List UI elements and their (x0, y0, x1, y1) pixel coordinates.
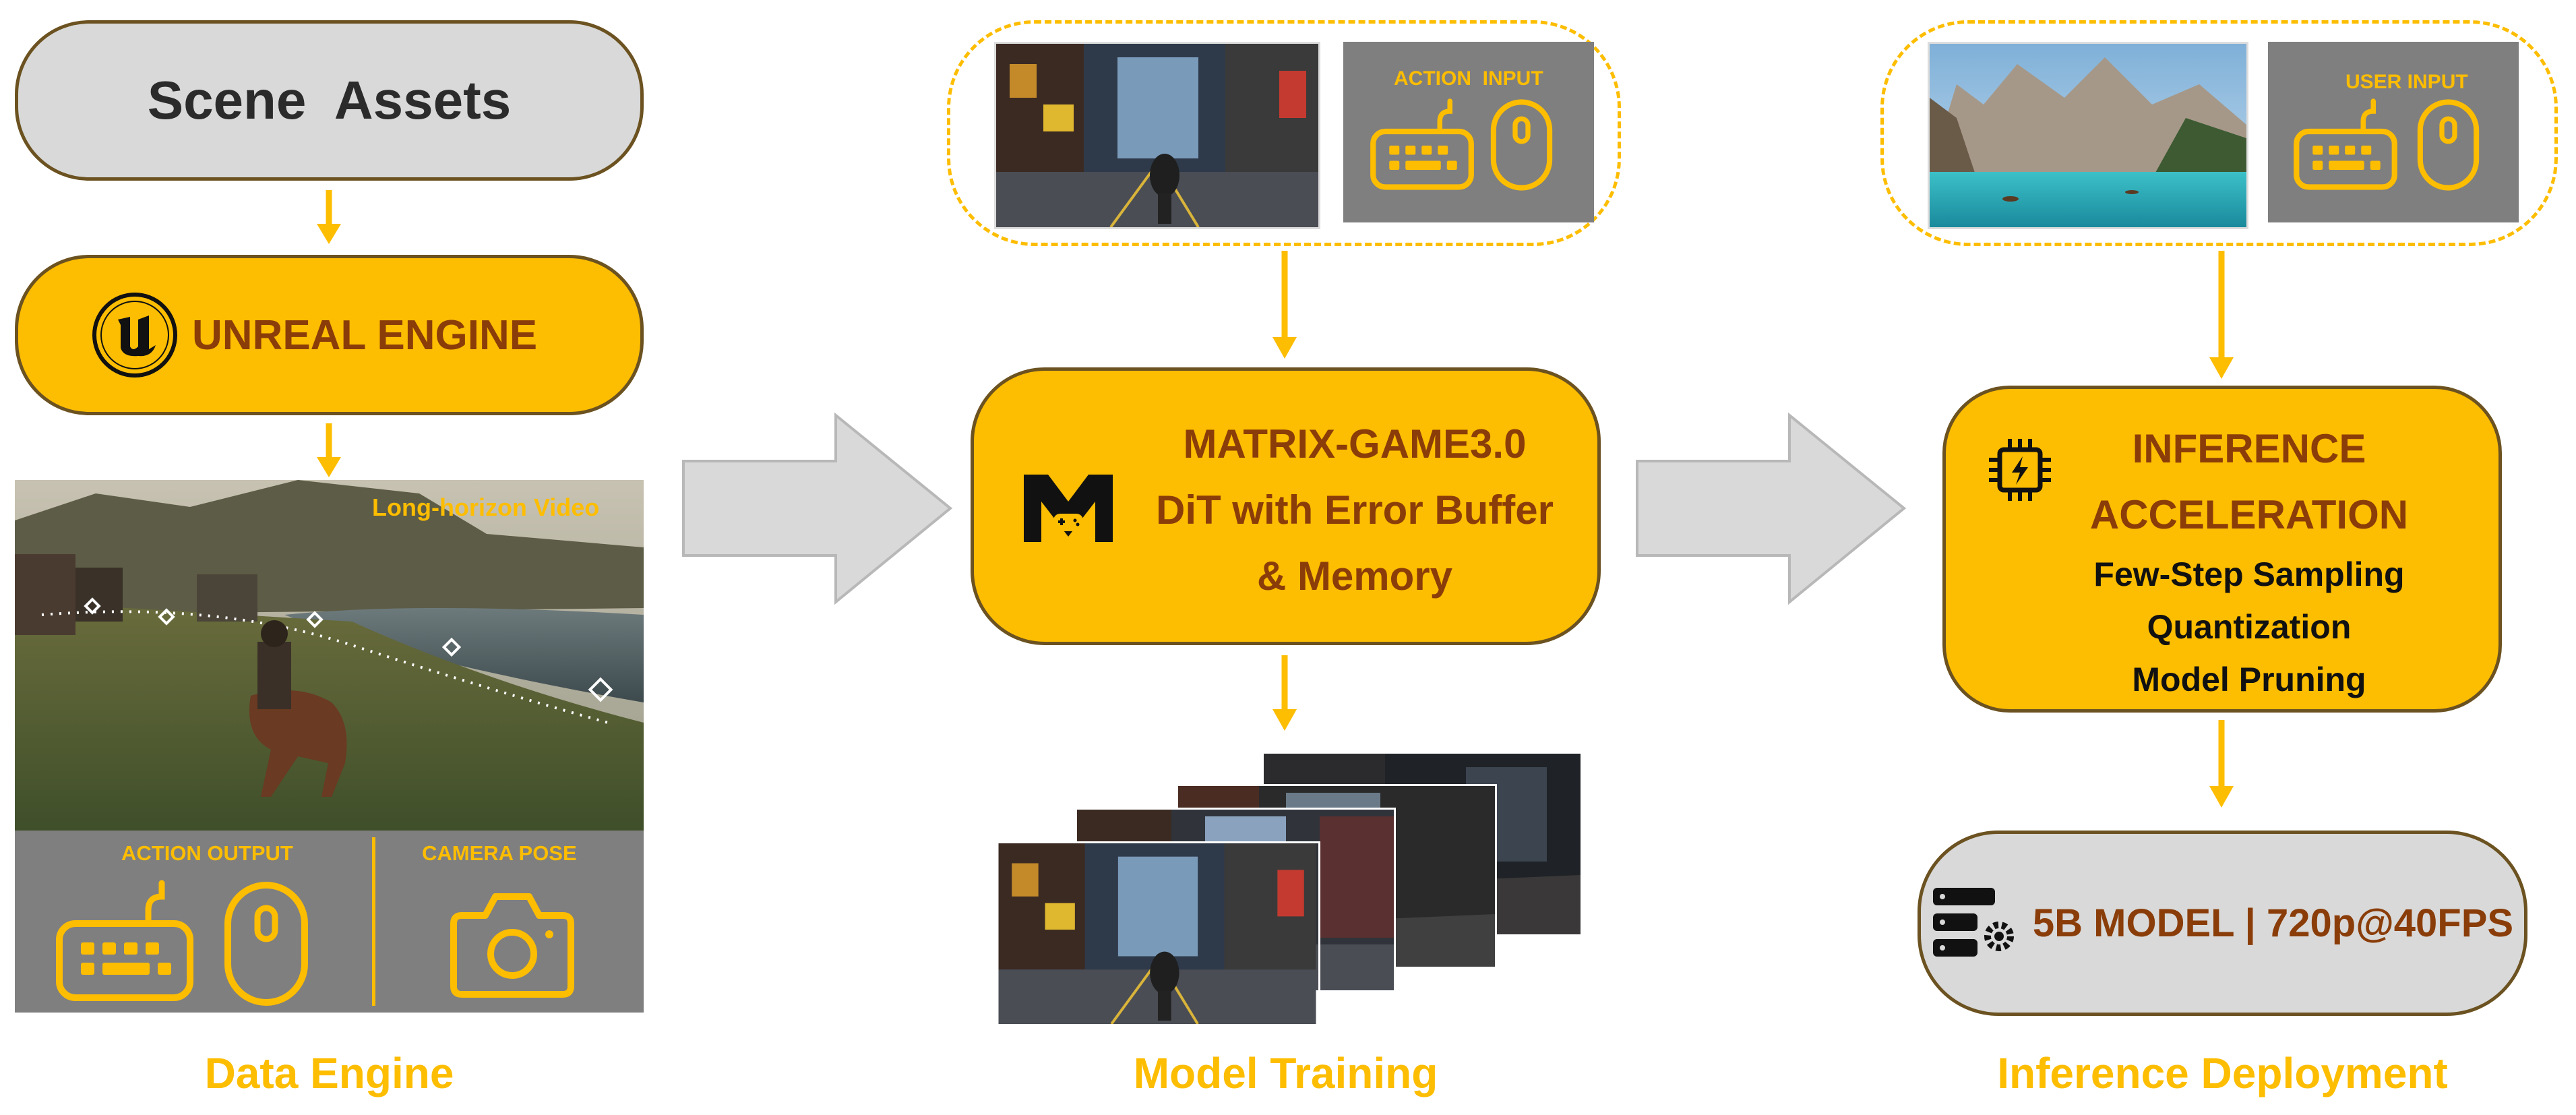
model-training-caption: Model Training (1133, 1049, 1438, 1097)
action-output-label: ACTION OUTPUT (121, 841, 293, 865)
arrow-down-5 (2209, 251, 2234, 379)
user-input-group (1880, 20, 2558, 246)
inference-item-pruning: Model Pruning (2132, 661, 2366, 698)
matrix-game-logo-icon (1024, 475, 1113, 542)
matrix-game-line3: & Memory (1256, 553, 1453, 599)
long-horizon-video-frame: Long-horizon Video (15, 480, 644, 831)
mouse-icon (224, 882, 308, 1006)
inference-title-line1: INFERENCE (2132, 426, 2366, 471)
scene-assets-box: Scene Assets (15, 20, 644, 181)
mouse-icon (2417, 99, 2480, 191)
inference-acceleration-box: INFERENCE ACCELERATION Few-Step Sampling… (1942, 386, 2502, 713)
data-engine-caption: Data Engine (204, 1049, 454, 1097)
deployment-box: 5B MODEL | 720p@40FPS (1918, 831, 2527, 1016)
keyboard-icon (2294, 98, 2397, 190)
camera-icon (450, 893, 574, 998)
arrow-down-1 (317, 190, 341, 244)
game-frame-image (994, 42, 1320, 229)
matrix-game-line2: DiT with Error Buffer (1155, 487, 1554, 533)
user-input-label: USER INPUT (2345, 71, 2468, 93)
deployment-label: 5B MODEL | 720p@40FPS (2032, 901, 2514, 945)
landscape-image (1928, 42, 2248, 229)
scene-assets-label: Scene Assets (147, 70, 512, 130)
arrow-down-2 (317, 423, 341, 477)
keyboard-icon (56, 880, 193, 1001)
training-frame-stack (994, 754, 1591, 1026)
matrix-game-box: MATRIX-GAME3.0 DiT with Error Buffer & M… (971, 367, 1601, 645)
arrow-down-4 (1272, 655, 1297, 731)
inference-item-quantization: Quantization (2147, 608, 2352, 646)
flow-arrow-1 (682, 412, 953, 605)
inference-deployment-caption: Inference Deployment (1997, 1049, 2448, 1097)
unreal-engine-box: UNREAL ENGINE (15, 255, 644, 415)
server-gear-icon (1932, 887, 2014, 957)
inference-title-line2: ACCELERATION (2089, 492, 2409, 537)
unreal-engine-label: UNREAL ENGINE (192, 311, 538, 359)
game-scene-image (15, 480, 644, 831)
io-divider (372, 837, 375, 1006)
mouse-icon (1490, 99, 1553, 191)
unreal-logo-icon (92, 293, 177, 378)
arrow-down-3 (1272, 251, 1297, 359)
chip-icon (1989, 439, 2051, 501)
matrix-game-title: MATRIX-GAME3.0 (1183, 421, 1527, 466)
arrow-down-6 (2209, 720, 2234, 808)
keyboard-icon (1370, 98, 1474, 190)
training-frame-1 (994, 841, 1320, 1026)
flow-arrow-2 (1636, 412, 1907, 605)
long-horizon-video-label: Long-horizon Video (372, 493, 600, 521)
camera-pose-label: CAMERA POSE (422, 841, 577, 865)
action-input-label: ACTION INPUT (1394, 67, 1543, 90)
inference-item-few-step: Few-Step Sampling (2093, 555, 2405, 593)
action-input-group (947, 20, 1621, 246)
